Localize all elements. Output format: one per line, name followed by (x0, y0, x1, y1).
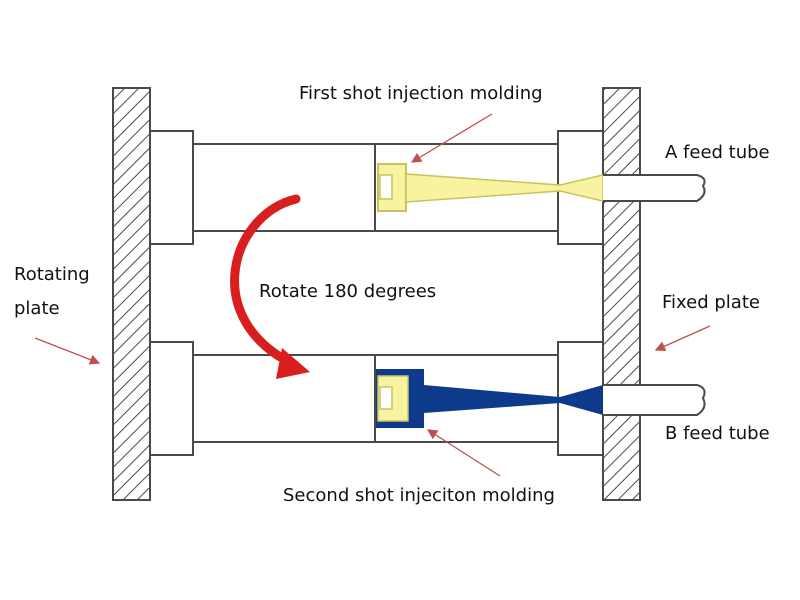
a-feed-tube-label: A feed tube (665, 142, 770, 163)
lower-left-clamp-block (149, 341, 194, 456)
rotating-plate-label-line1: Rotating (14, 264, 90, 285)
first-shot-pointer-arrow (410, 113, 493, 163)
second-shot-label: Second shot injeciton molding (283, 485, 555, 506)
rotating-plate-label: Rotating plate (14, 258, 124, 326)
first-shot-part-inner (379, 174, 393, 200)
rotating-plate (112, 87, 151, 501)
rotate-arrow (230, 194, 301, 370)
fixed-plate-pointer-arrow (654, 325, 711, 352)
lower-mold-assembly (149, 341, 706, 456)
rotating-plate-label-line2: plate (14, 298, 60, 319)
rotate-label: Rotate 180 degrees (259, 281, 437, 302)
second-shot-runner (424, 385, 603, 415)
rotate-arrow-head (276, 348, 310, 379)
b-feed-tube-label: B feed tube (665, 423, 770, 444)
b-feed-tube (603, 384, 706, 416)
fixed-plate (602, 87, 641, 501)
fixed-plate-label: Fixed plate (662, 292, 760, 313)
second-shot-insert-inner (379, 386, 393, 410)
rotating-plate-pointer-arrow (34, 337, 101, 365)
first-shot-label: First shot injection molding (299, 83, 543, 104)
second-shot-pointer-arrow (426, 429, 501, 477)
a-feed-tube (603, 174, 706, 202)
upper-mold-assembly (149, 130, 706, 245)
upper-left-clamp-block (149, 130, 194, 245)
